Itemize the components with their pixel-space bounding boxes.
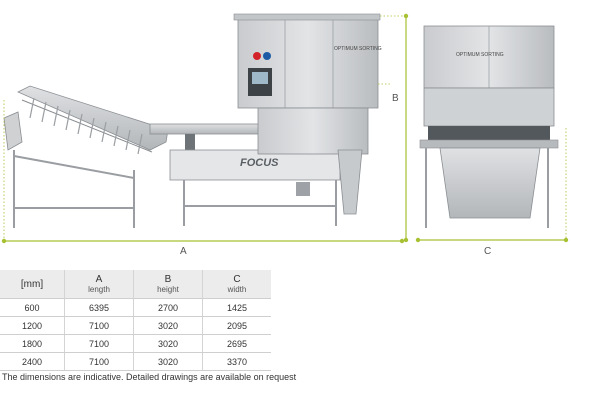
column-header-a: A length	[64, 270, 134, 299]
table-row: 1200 7100 3020 2095	[0, 316, 271, 335]
logo-text: OPTIMUM SORTING	[334, 46, 382, 52]
column-header-b: B height	[133, 270, 203, 299]
dimension-a-label: A	[180, 246, 187, 257]
info-label-icon	[263, 52, 271, 60]
dimension-b	[378, 13, 409, 243]
table-cell: 2700	[133, 298, 203, 317]
warning-label-icon	[253, 52, 261, 60]
front-logo-text: OPTIMUM SORTING	[456, 52, 504, 58]
table-cell: 2400	[0, 352, 65, 371]
column-c-sub: width	[227, 284, 247, 294]
column-b-key: B	[164, 273, 172, 285]
table-cell: 7100	[64, 316, 134, 335]
table-row: 2400 7100 3020 3370	[0, 352, 271, 371]
brand-logo-small: OPTIMUM SORTING	[334, 46, 382, 52]
table-cell: 1425	[202, 298, 271, 317]
table-cell: 3020	[133, 334, 203, 353]
table-cell: 3020	[133, 352, 203, 371]
column-b-sub: height	[157, 284, 179, 294]
table-row: 1800 7100 3020 2695	[0, 334, 271, 353]
dimension-a	[1, 100, 405, 244]
column-a-key: A	[95, 273, 103, 285]
table-cell: 1800	[0, 334, 65, 353]
table-cell: 3020	[133, 316, 203, 335]
table-cell: 6395	[64, 298, 134, 317]
table-cell: 7100	[64, 352, 134, 371]
column-header-c: C width	[202, 270, 271, 299]
product-name: FOCUS	[240, 157, 279, 169]
unit-header: [mm]	[0, 270, 65, 299]
table-cell: 7100	[64, 334, 134, 353]
table-cell: 2695	[202, 334, 271, 353]
table-cell: 1200	[0, 316, 65, 335]
column-a-sub: length	[88, 284, 110, 294]
column-c-key: C	[233, 273, 241, 285]
front-view: OPTIMUM SORTING	[415, 25, 569, 243]
table-row: 600 6395 2700 1425	[0, 298, 271, 317]
table-cell: 2095	[202, 316, 271, 335]
table-cell: 3370	[202, 352, 271, 371]
machine-drawing: OPTIMUM SORTING FOCUS OPTIMUM	[1, 13, 569, 244]
sorter-cabinet	[233, 13, 381, 215]
dimension-c-label: C	[484, 246, 492, 257]
dimensions-table: [mm] A length B height C width 600 6395 …	[0, 270, 271, 371]
table-header-row: [mm] A length B height C width	[0, 270, 271, 299]
side-view: OPTIMUM SORTING FOCUS	[1, 13, 409, 244]
table-cell: 600	[0, 298, 65, 317]
dimension-c	[415, 128, 569, 243]
incline-conveyor	[3, 85, 169, 228]
disclaimer-note: The dimensions are indicative. Detailed …	[2, 372, 297, 382]
dimension-b-label: B	[392, 93, 399, 104]
